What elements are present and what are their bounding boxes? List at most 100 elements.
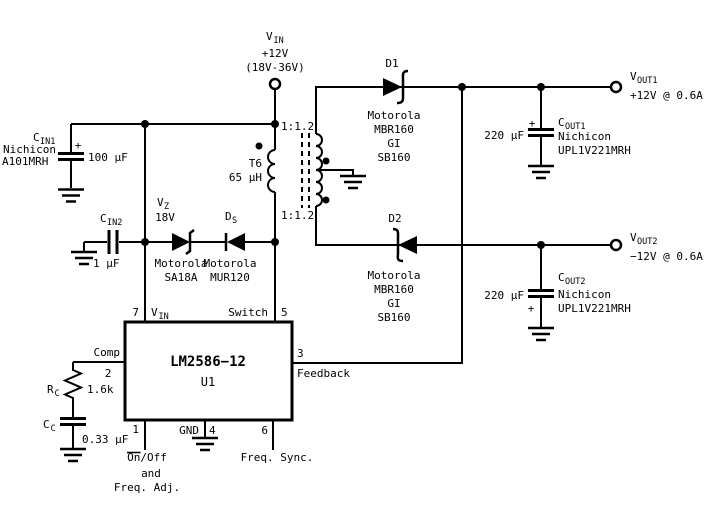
cin1-ground-icon	[58, 188, 84, 203]
cin1-polarity: +	[75, 139, 82, 152]
d2-brand: Motorola	[368, 269, 421, 282]
pin5-name: Switch	[228, 306, 268, 319]
cc-label: C C 0.33 μF	[43, 418, 128, 446]
ic-ref: U1	[201, 375, 215, 389]
vout2-terminal	[609, 238, 623, 252]
cout1-plates	[528, 128, 554, 137]
cout1-polarity: +	[529, 117, 536, 130]
cc-capacitor	[60, 417, 86, 463]
vin-voltage: +12V	[262, 47, 289, 60]
pin7-symbol: V	[151, 306, 158, 319]
pin4-number: 4	[209, 424, 216, 437]
d2-mfr2: GI	[387, 297, 400, 310]
cout2-plates	[528, 289, 554, 298]
d1-brand: Motorola	[368, 109, 421, 122]
rc-subscript: C	[55, 389, 60, 399]
cout2-polarity: +	[528, 302, 535, 315]
cout1-label: 220 μF + C OUT1 Nichicon UPL1V221MRH	[484, 116, 631, 157]
ds-anode-triangle	[227, 233, 245, 251]
d2-part2: SB160	[377, 311, 410, 324]
vout1-label: V OUT1 +12V @ 0.6A	[630, 70, 703, 102]
vz-label: V Z 18V Motorola SA18A	[155, 196, 208, 284]
cout2-brand: Nichicon	[558, 288, 611, 301]
t6-ratio-bottom: 1:1.2	[281, 209, 314, 222]
rc-symbol: R	[47, 383, 54, 396]
pin5-number: 5	[281, 306, 288, 319]
transformer-label: T6 65 μH 1:1.2 1:1.2	[229, 120, 314, 222]
phase-dot-secondary-bottom	[322, 196, 330, 204]
diode-ds	[224, 233, 245, 251]
junction-dot	[271, 120, 279, 128]
d1-schottky-cathode	[396, 69, 409, 105]
cin1-capacitor	[58, 124, 84, 203]
cc-subscript: C	[51, 424, 56, 434]
diode-d1	[383, 69, 409, 105]
d2-anode-triangle	[398, 236, 417, 254]
cin1-symbol: C	[33, 131, 40, 144]
junction-dot	[271, 238, 279, 246]
cout2-capacitor	[528, 245, 554, 342]
vout2-symbol: V	[630, 231, 637, 244]
d1-label: D1 Motorola MBR160 GI SB160	[368, 57, 421, 164]
cc-plates	[60, 417, 86, 426]
secondary-winding	[315, 133, 323, 207]
phase-dot-secondary-top	[322, 157, 330, 165]
cout2-subscript: OUT2	[565, 277, 585, 287]
pin4-label: GND 4	[179, 424, 216, 437]
vz-subscript: Z	[164, 202, 169, 212]
transformer-t6	[255, 133, 366, 208]
zener-vz	[172, 229, 195, 255]
cc-value: 0.33 μF	[82, 433, 128, 446]
ic-body	[123, 320, 294, 422]
vz-anode-triangle	[172, 233, 190, 251]
rc-resistor	[62, 362, 84, 417]
diode-d2	[392, 227, 417, 263]
vin-symbol: V	[266, 30, 273, 43]
center-tap-ground-icon	[340, 174, 366, 190]
cout1-subscript: OUT1	[565, 122, 585, 132]
ds-symbol: D	[225, 210, 232, 223]
vz-zener-cathode	[185, 229, 195, 255]
d1-anode-triangle	[383, 78, 402, 96]
vz-value: 18V	[155, 211, 175, 224]
vout2-rating: −12V @ 0.6A	[630, 250, 703, 263]
cin2-label: C IN2 1 μF	[93, 212, 122, 270]
cout1-ground-icon	[528, 164, 554, 180]
pin7-subscript: IN	[159, 312, 169, 322]
junction-dot	[141, 238, 149, 246]
pin5-label: Switch 5	[228, 306, 287, 319]
vout1-rating: +12V @ 0.6A	[630, 89, 703, 102]
core-lines	[301, 133, 310, 208]
vz-symbol: V	[157, 196, 164, 209]
cin1-label: C IN1 Nichicon A101MRH + 100 μF	[2, 131, 128, 168]
ic-part-number: LM2586−12	[170, 354, 246, 370]
d1-ref: D1	[385, 57, 398, 70]
cout2-label: 220 μF + C OUT2 Nichicon UPL1V221MRH	[484, 271, 631, 315]
d2-ref: D2	[388, 212, 401, 225]
pin4-ground-icon	[192, 436, 218, 452]
pin1-name-line3: Freq. Adj.	[114, 481, 180, 494]
cin2-capacitor	[71, 230, 145, 266]
pin7-label: 7 V IN	[132, 306, 168, 322]
pin1-name-line1: On/Off	[127, 451, 167, 464]
vz-part: SA18A	[164, 271, 197, 284]
cin1-subscript: IN1	[40, 137, 55, 147]
center-tap-wire	[318, 169, 354, 175]
t6-ratio-top: 1:1.2	[281, 120, 314, 133]
junction-dot	[141, 120, 149, 128]
cout2-symbol: C	[558, 271, 565, 284]
d2-label: D2 Motorola MBR160 GI SB160	[368, 212, 421, 324]
ds-brand: Motorola	[204, 257, 257, 270]
vin-label: V IN +12V (18V-36V)	[245, 30, 305, 74]
pin2-label: Comp 2	[94, 346, 121, 380]
ds-part: MUR120	[210, 271, 250, 284]
cin2-subscript: IN2	[107, 218, 122, 228]
phase-dot-primary	[255, 142, 263, 150]
rc-label: R C 1.6k	[47, 383, 114, 399]
junction-dot	[537, 241, 545, 249]
primary-winding	[267, 149, 276, 193]
cout2-ground-icon	[528, 326, 554, 342]
vout1-terminal	[609, 80, 623, 94]
